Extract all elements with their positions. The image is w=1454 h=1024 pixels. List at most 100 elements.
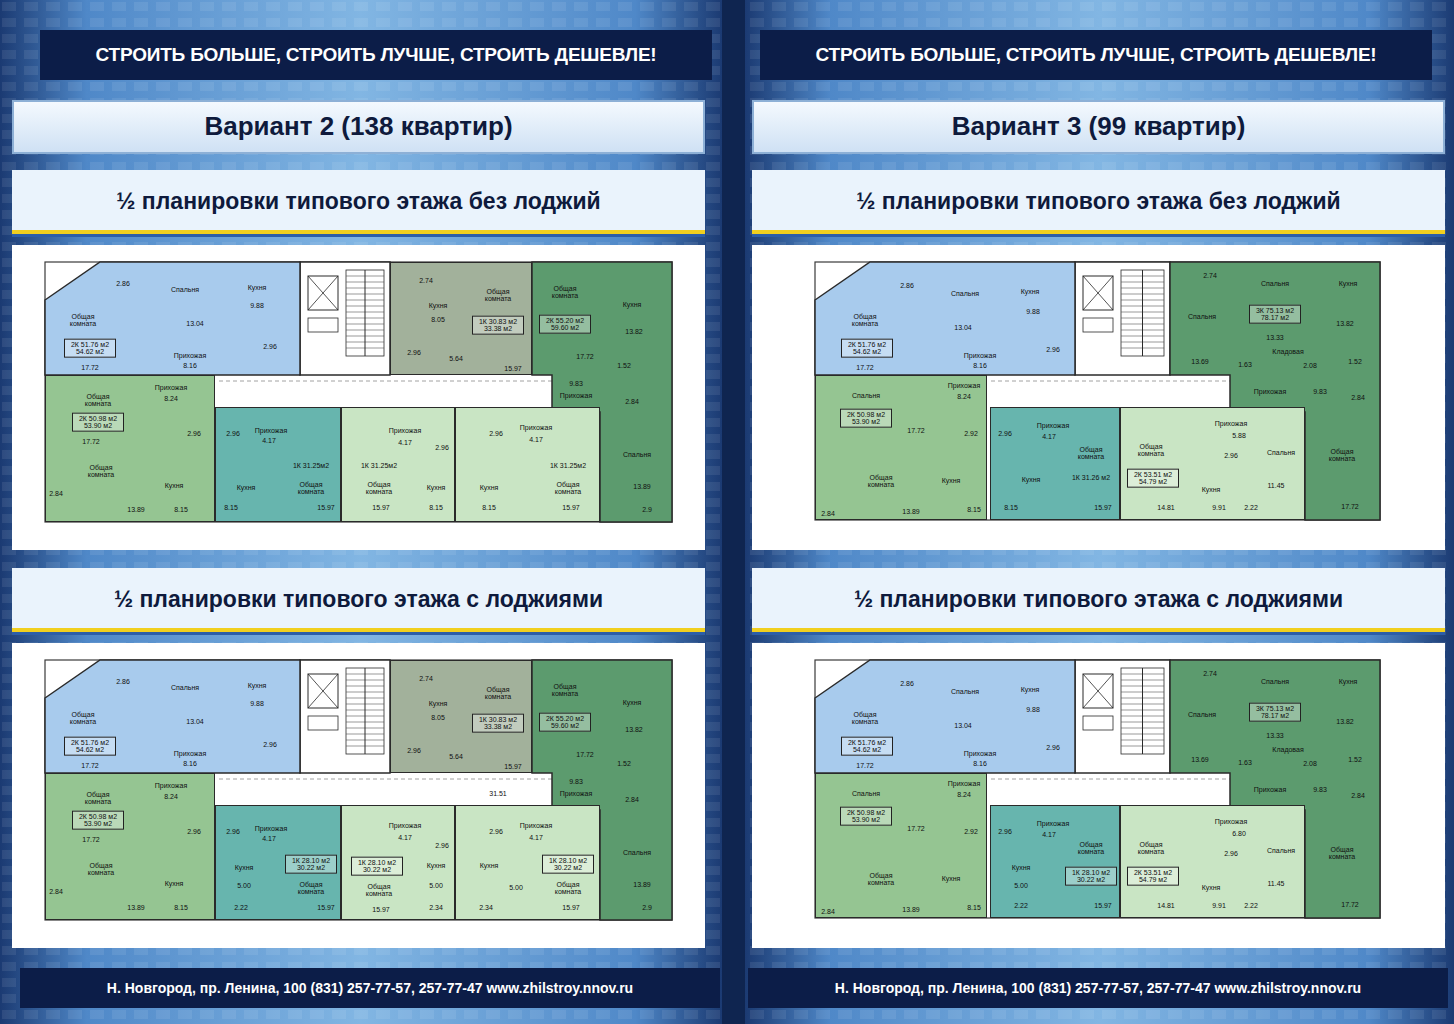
room-label: 8.15: [429, 504, 443, 511]
slogan-text: СТРОИТЬ БОЛЬШЕ, СТРОИТЬ ЛУЧШЕ, СТРОИТЬ Д…: [95, 45, 656, 65]
apartment-fill: [45, 262, 300, 375]
room-label: 4.17: [262, 437, 276, 444]
room-label: 2.96: [263, 741, 277, 748]
room-label: 9.88: [250, 302, 264, 309]
apartment-area-box: 2К 50.98 м2 53.90 м2: [72, 413, 124, 432]
room-label: 13.89: [902, 508, 920, 515]
room-label: Общая комната: [1131, 443, 1171, 458]
room-label: 13.82: [1336, 718, 1354, 725]
room-label: Кухня: [1202, 486, 1221, 493]
room-label: 9.91: [1212, 902, 1226, 909]
apartment-area-box: 2К 51.76 м2 54.62 м2: [64, 339, 116, 358]
room-label: 2.9: [642, 904, 652, 911]
room-label: 14.81: [1157, 504, 1175, 511]
room-label: 17.72: [856, 364, 874, 371]
room-label: 4.17: [398, 834, 412, 841]
room-label: 2.22: [1244, 902, 1258, 909]
room-label: 15.97: [562, 904, 580, 911]
room-label: Кухня: [1012, 864, 1031, 871]
plan-heading: ½ планировки типового этажа без лоджий: [116, 189, 600, 213]
room-label: 11.45: [1268, 880, 1285, 887]
room-label: Спальня: [1267, 449, 1295, 456]
room-label: Общая комната: [1071, 446, 1111, 461]
room-label: Спальня: [623, 451, 651, 458]
page-fold: [722, 0, 745, 1024]
apartment-area-box: 2К 51.76 м2 54.62 м2: [64, 737, 116, 756]
room-label: 1К 31.25м2: [361, 462, 397, 469]
room-label: Общая комната: [78, 791, 118, 806]
room-label: 15.97: [317, 904, 335, 911]
room-label: Спальня: [951, 688, 979, 695]
room-label: Общая комната: [291, 481, 331, 496]
apartment-area-box: 2К 53.51 м2 54.79 м2: [1127, 469, 1179, 488]
apartment-area-box: 1К 30.83 м2 33.38 м2: [472, 714, 524, 733]
room-label: Прихожая: [964, 352, 996, 359]
room-label: Кухня: [427, 862, 446, 869]
room-label: 2.96: [407, 349, 421, 356]
room-label: 13.33: [1266, 334, 1284, 341]
room-label: 5.64: [449, 753, 463, 760]
room-label: Общая комната: [845, 313, 885, 328]
room-label: 1.52: [617, 362, 631, 369]
room-label: Кухня: [165, 482, 184, 489]
room-label: 5.64: [449, 355, 463, 362]
room-label: 13.04: [186, 320, 204, 327]
room-label: 2.86: [900, 680, 914, 687]
room-label: Общая комната: [63, 711, 103, 726]
left-page: [0, 0, 722, 1024]
room-label: Прихожая: [155, 782, 187, 789]
room-label: Общая комната: [845, 711, 885, 726]
room-label: 2.34: [479, 904, 493, 911]
room-label: Прихожая: [174, 750, 206, 757]
room-label: Спальня: [1261, 678, 1289, 685]
apartment-block: Общая комната2К 50.98 м2 53.90 м217.72Пр…: [45, 375, 215, 522]
room-label: 1.52: [1348, 756, 1362, 763]
apartment-block: Спальня2К 50.98 м2 53.90 м217.72Прихожая…: [815, 375, 987, 520]
room-label: Спальня: [1188, 313, 1216, 320]
room-label: 17.72: [82, 438, 100, 445]
apartment-block: 2.96Прихожая4.17Кухня8.151К 31.25м2Общая…: [455, 407, 600, 522]
room-label: Прихожая: [1215, 420, 1247, 427]
variant-title-box: Вариант 2 (138 квартир): [12, 100, 705, 154]
room-label: 8.16: [973, 362, 987, 369]
room-label: 2.84: [1351, 394, 1365, 401]
room-label: Прихожая: [1254, 388, 1286, 395]
room-label: Общая комната: [548, 881, 588, 896]
room-label: 13.89: [127, 904, 145, 911]
room-label: 17.72: [82, 836, 100, 843]
room-label: 9.88: [250, 700, 264, 707]
room-label: 4.17: [1042, 831, 1056, 838]
room-label: 15.97: [372, 906, 390, 913]
apartment-block: 2.86Спальня13.04Кухня9.88Общая комната2К…: [45, 660, 300, 773]
room-label: 17.72: [576, 353, 594, 360]
contact-footer: Н. Новгород, пр. Ленина, 100 (831) 257-7…: [20, 968, 720, 1008]
room-label: Общая комната: [861, 872, 901, 887]
room-label: Прихожая: [520, 822, 552, 829]
room-label: 8.05: [431, 316, 445, 323]
room-label: Прихожая: [255, 427, 287, 434]
room-label: 2.96: [407, 747, 421, 754]
contact-line: Н. Новгород, пр. Ленина, 100 (831) 257-7…: [107, 981, 633, 996]
room-label: 17.72: [907, 825, 925, 832]
room-label: 2.96: [226, 430, 240, 437]
room-label: 8.24: [957, 791, 971, 798]
room-label: 2.22: [1244, 504, 1258, 511]
apartment-area-box: 3К 75.13 м2 78.17 м2: [1249, 305, 1301, 324]
room-label: 2.96: [1224, 850, 1238, 857]
room-label: Спальня: [623, 849, 651, 856]
apartment-block: 2.96Прихожая4.17Кухня5.001К 28.10 м2 30.…: [215, 805, 341, 920]
room-label: 13.33: [1266, 732, 1284, 739]
apartment-area-box: 1К 28.10 м2 30.22 м2: [285, 855, 337, 874]
room-label: Общая комната: [545, 683, 585, 698]
room-label: Кухня: [248, 682, 267, 689]
apartment-block: Общая комната 2К 53.51 м2 54.79 м2 14.81 Пр…: [1120, 407, 1305, 520]
room-label: Общая комната: [359, 883, 399, 898]
apartment-area-box: 2К 51.76 м2 54.62 м2: [841, 737, 893, 756]
room-label: 8.24: [164, 793, 178, 800]
room-label: Прихожая: [560, 790, 592, 797]
room-label: 1.52: [1348, 358, 1362, 365]
room-label: 4.17: [529, 436, 543, 443]
room-label: Спальня: [951, 290, 979, 297]
room-label: 9.88: [1026, 308, 1040, 315]
